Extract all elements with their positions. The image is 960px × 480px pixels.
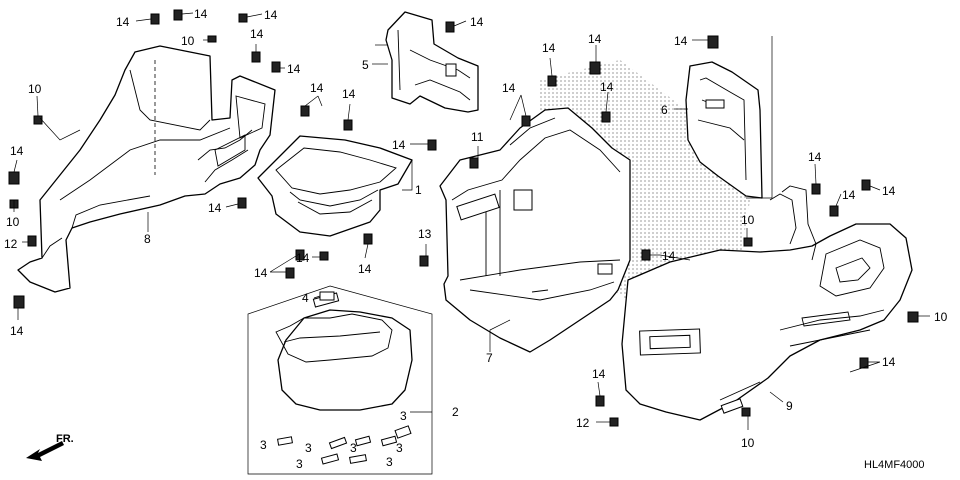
label-3-b: 3 <box>260 438 267 452</box>
label-6: 6 <box>661 103 668 117</box>
label-14-g: 14 <box>342 87 356 101</box>
label-13: 13 <box>418 227 432 241</box>
label-14-i: 14 <box>10 144 24 158</box>
label-14-n: 14 <box>254 266 268 280</box>
label-9: 9 <box>786 399 793 413</box>
label-14-o: 14 <box>470 15 484 29</box>
label-14-v: 14 <box>882 184 896 198</box>
label-3-c: 3 <box>305 441 312 455</box>
label-14-p: 14 <box>542 41 556 55</box>
label-2: 2 <box>452 405 459 419</box>
label-7: 7 <box>486 351 493 365</box>
label-3-g: 3 <box>386 455 393 469</box>
diagram-code: HL4MF4000 <box>864 459 925 471</box>
front-direction-arrow: FR. <box>26 433 74 461</box>
left-inner-cover[interactable] <box>17 45 276 293</box>
label-14-t: 14 <box>674 34 688 48</box>
label-10-f: 10 <box>741 436 755 450</box>
label-14-q: 14 <box>588 32 602 46</box>
label-12-a: 12 <box>4 237 18 251</box>
label-10-c: 10 <box>6 215 20 229</box>
fasteners <box>8 9 919 427</box>
label-4: 4 <box>302 291 309 305</box>
label-14-c: 14 <box>264 8 278 22</box>
lid-2[interactable] <box>275 292 413 465</box>
label-12-b: 12 <box>576 416 590 430</box>
label-11: 11 <box>471 130 484 144</box>
label-14-j: 14 <box>10 324 24 338</box>
label-3-f: 3 <box>296 457 303 471</box>
label-14-d: 14 <box>250 27 264 41</box>
label-3-d: 3 <box>350 441 357 455</box>
label-1: 1 <box>415 183 422 197</box>
label-14-b: 14 <box>194 7 208 21</box>
right-side-cover-9[interactable] <box>621 185 913 421</box>
label-14-s: 14 <box>600 80 614 94</box>
label-5: 5 <box>362 58 369 72</box>
label-14-a: 14 <box>116 15 130 29</box>
label-10-d: 10 <box>741 213 755 227</box>
label-8: 8 <box>144 232 151 246</box>
label-10-b: 10 <box>28 82 42 96</box>
label-14-x: 14 <box>662 249 676 263</box>
label-14-y: 14 <box>882 355 896 369</box>
back-panel-6[interactable] <box>685 61 763 199</box>
lid-group-bracket <box>247 285 433 475</box>
label-14-h: 14 <box>392 138 406 152</box>
label-3-e: 3 <box>396 441 403 455</box>
front-label: FR. <box>56 433 74 445</box>
label-3-a: 3 <box>400 409 407 423</box>
label-14-w: 14 <box>842 188 856 202</box>
upper-panel-5[interactable] <box>385 11 479 113</box>
label-14-m: 14 <box>296 251 310 265</box>
leader-lines <box>13 12 930 430</box>
label-10-e: 10 <box>934 310 948 324</box>
label-10-a: 10 <box>181 34 195 48</box>
label-14-u: 14 <box>808 150 822 164</box>
label-14-k: 14 <box>208 201 222 215</box>
label-14-f: 14 <box>310 81 324 95</box>
label-14-r: 14 <box>502 81 516 95</box>
label-14-e: 14 <box>287 62 301 76</box>
storage-tray-1[interactable] <box>257 135 413 237</box>
label-14-l: 14 <box>358 262 372 276</box>
label-14-z: 14 <box>592 367 606 381</box>
